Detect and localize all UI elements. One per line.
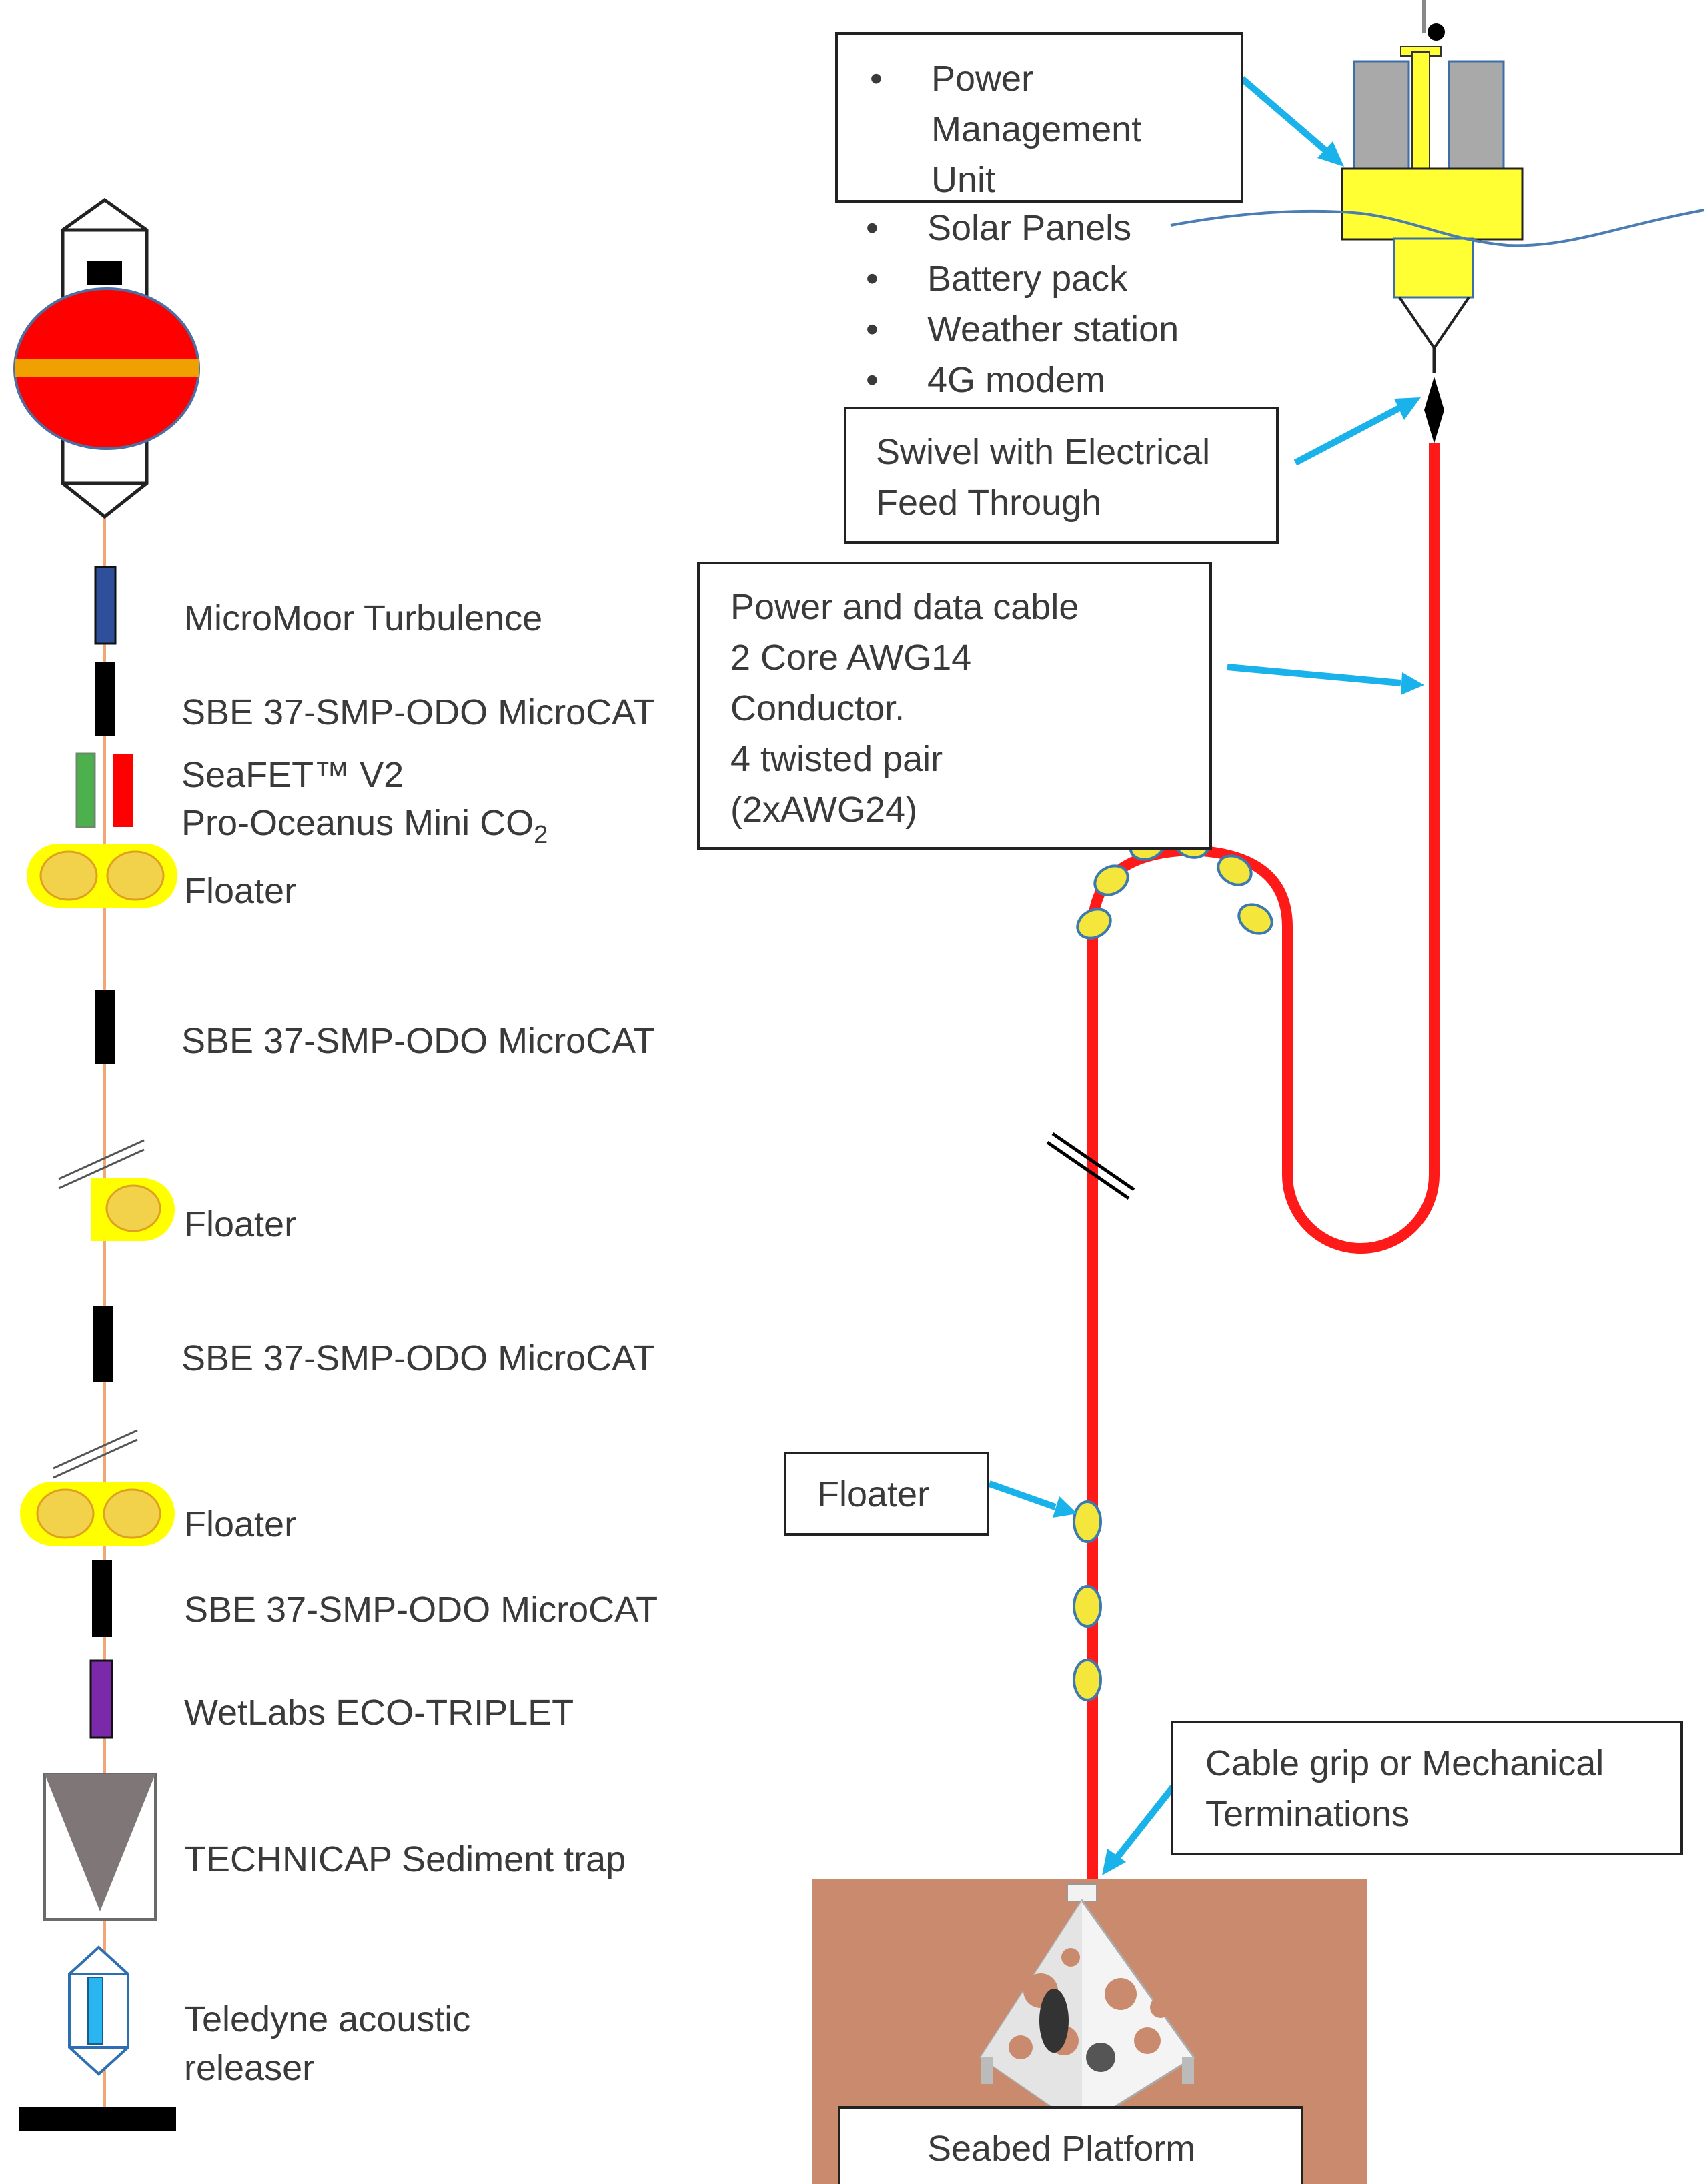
label-micromoor: MicroMoor Turbulence bbox=[184, 598, 543, 638]
callout-seabed-platform: Seabed Platform bbox=[838, 2106, 1303, 2184]
microcat-3 bbox=[93, 1306, 113, 1382]
swivel-line-2: Feed Through bbox=[876, 483, 1102, 523]
callout-cable: Power and data cable 2 Core AWG14 Conduc… bbox=[697, 562, 1212, 850]
power-management-item: • Power Management Unit bbox=[870, 53, 1241, 205]
label-microcat-1: SBE 37-SMP-ODO MicroCAT bbox=[181, 692, 656, 732]
floater-3 bbox=[20, 1482, 175, 1546]
callout-arrows bbox=[988, 76, 1424, 1875]
label-floater-3: Floater bbox=[184, 1504, 297, 1544]
anchor-weight bbox=[19, 2107, 176, 2131]
water-surface bbox=[1170, 209, 1705, 247]
label-pro-oceanus-text: Pro-Oceanus Mini CO bbox=[181, 803, 534, 843]
label-releaser-2: releaser bbox=[184, 2048, 315, 2088]
left-surface-buoy bbox=[13, 197, 200, 519]
cable-line-3: Conductor. bbox=[730, 688, 905, 728]
sediment-trap bbox=[43, 1773, 157, 1921]
micromoor-turbulence bbox=[94, 566, 117, 645]
microcat-2 bbox=[95, 990, 115, 1064]
label-releaser-1: Teledyne acoustic bbox=[184, 1999, 471, 2039]
label-microcat-3: SBE 37-SMP-ODO MicroCAT bbox=[181, 1338, 656, 1378]
pro-oceanus-co2 bbox=[113, 754, 133, 827]
microcat-1 bbox=[95, 662, 115, 736]
bullet-battery-pack: Battery pack bbox=[866, 253, 1179, 304]
seafet bbox=[75, 752, 96, 828]
label-pro-oceanus: Pro-Oceanus Mini CO2 bbox=[181, 802, 548, 856]
buoy-components-list: Solar Panels Battery pack Weather statio… bbox=[866, 203, 1179, 405]
microcat-4 bbox=[92, 1560, 112, 1637]
callout-floater: Floater bbox=[784, 1452, 989, 1536]
cable-line-4: 4 twisted pair bbox=[730, 739, 943, 779]
cable-grip-line-1: Cable grip or Mechanical bbox=[1205, 1743, 1604, 1783]
pmu-line-3: Unit bbox=[931, 160, 996, 200]
callout-power-management: • Power Management Unit bbox=[835, 32, 1243, 203]
floater-callout-text: Floater bbox=[817, 1474, 930, 1514]
cable-line-5: (2xAWG24) bbox=[730, 790, 918, 830]
line-break-1 bbox=[58, 1139, 145, 1190]
label-sediment-trap: TECHNICAP Sediment trap bbox=[184, 1839, 626, 1879]
label-seafet: SeaFET™ V2 bbox=[181, 755, 404, 795]
cable-floats-lower bbox=[1073, 1500, 1102, 1701]
label-floater-1: Floater bbox=[184, 871, 297, 911]
eco-triplet bbox=[89, 1659, 113, 1739]
bullet-solar-panels: Solar Panels bbox=[866, 203, 1179, 253]
cable-break bbox=[1046, 1132, 1135, 1200]
bullet-marker: • bbox=[870, 59, 883, 99]
floater-1 bbox=[27, 844, 177, 908]
cable-line-2: 2 Core AWG14 bbox=[730, 638, 972, 678]
cable-line-1: Power and data cable bbox=[730, 587, 1079, 627]
label-co2-subscript: 2 bbox=[534, 820, 548, 849]
bullet-weather-station: Weather station bbox=[866, 304, 1179, 355]
bullet-4g-modem: 4G modem bbox=[866, 355, 1179, 405]
pmu-line-2: Management bbox=[931, 109, 1142, 149]
label-microcat-4: SBE 37-SMP-ODO MicroCAT bbox=[184, 1590, 658, 1630]
pmu-line-1: Power bbox=[931, 59, 1034, 99]
callout-swivel: Swivel with Electrical Feed Through bbox=[844, 407, 1279, 544]
surface-buoy bbox=[1341, 0, 1524, 443]
acoustic-releaser bbox=[68, 1945, 129, 2076]
swivel-line-1: Swivel with Electrical bbox=[876, 432, 1211, 472]
floater-2 bbox=[91, 1178, 175, 1241]
line-break-2 bbox=[53, 1429, 138, 1479]
callout-cable-grip: Cable grip or Mechanical Terminations bbox=[1171, 1721, 1683, 1855]
seabed-platform bbox=[979, 1883, 1196, 2154]
cable-loop-floats bbox=[1076, 828, 1273, 940]
cable-grip-line-2: Terminations bbox=[1205, 1794, 1410, 1834]
power-management-list: • Power Management Unit bbox=[870, 53, 1241, 205]
seabed-platform-text: Seabed Platform bbox=[927, 2129, 1196, 2169]
label-microcat-2: SBE 37-SMP-ODO MicroCAT bbox=[181, 1021, 656, 1061]
label-floater-2: Floater bbox=[184, 1204, 297, 1244]
label-eco-triplet: WetLabs ECO-TRIPLET bbox=[184, 1693, 574, 1733]
